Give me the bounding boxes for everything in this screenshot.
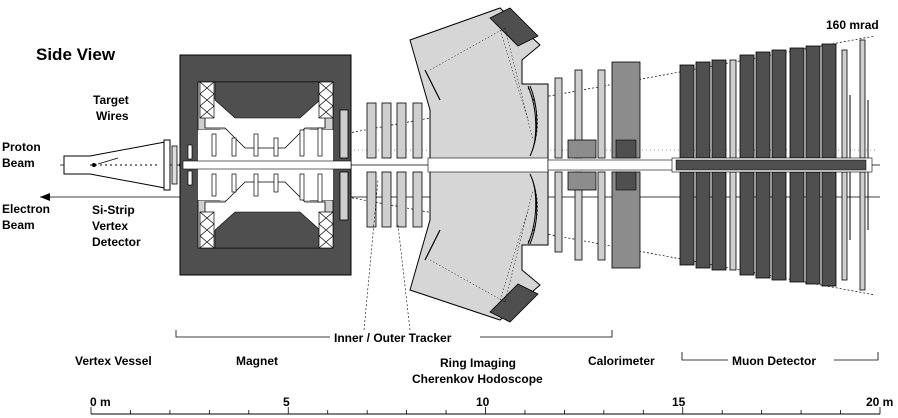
tracker-label: Inner / Outer Tracker	[334, 331, 452, 345]
muon-detector	[671, 39, 873, 291]
scale-label-15: 15	[672, 395, 686, 409]
scale-label-10: 10	[476, 395, 490, 409]
magnet-label: Magnet	[236, 354, 278, 368]
proton-beam-label-2: Beam	[2, 156, 35, 170]
scale-bar: 0 m 5 10 15 20 m	[90, 395, 893, 415]
electron-beam-label-1: Electron	[2, 202, 50, 216]
photodetector-top	[489, 7, 539, 47]
electron-beam-arrow-icon	[40, 193, 50, 201]
si-strip-label-3: Detector	[92, 235, 141, 249]
title: Side View	[36, 45, 116, 64]
calorimeter-label: Calorimeter	[588, 354, 655, 368]
tracker-stations	[339, 102, 423, 228]
angle-label: 160 mrad	[826, 18, 879, 32]
vertex-vessel	[63, 139, 178, 191]
calorimeter	[547, 61, 679, 269]
target-wire-icon	[92, 163, 96, 167]
si-strip-label-1: Si-Strip	[92, 203, 135, 217]
rich-detector	[409, 7, 549, 323]
magnet-coils	[199, 81, 334, 249]
outer-tracker-planes	[554, 69, 606, 261]
si-strip-label-2: Vertex	[92, 219, 128, 233]
scale-label-5: 5	[283, 395, 290, 409]
muon-label: Muon Detector	[732, 354, 816, 368]
annotations: Target Wires Proton Beam Electron Beam S…	[2, 18, 879, 386]
photodetector-bottom	[489, 283, 539, 323]
rich-label-2: Cherenkov Hodoscope	[412, 372, 543, 386]
rich-label-1: Ring Imaging	[440, 356, 516, 370]
target-label-2: Wires	[96, 109, 129, 123]
scale-label-20: 20 m	[866, 395, 893, 409]
electron-beam-label-2: Beam	[2, 218, 35, 232]
target-label-1: Target	[93, 93, 129, 107]
vertex-vessel-label: Vertex Vessel	[75, 354, 152, 368]
proton-beam-label-1: Proton	[2, 140, 41, 154]
scale-label-0: 0 m	[90, 395, 111, 409]
magnet	[179, 54, 352, 276]
